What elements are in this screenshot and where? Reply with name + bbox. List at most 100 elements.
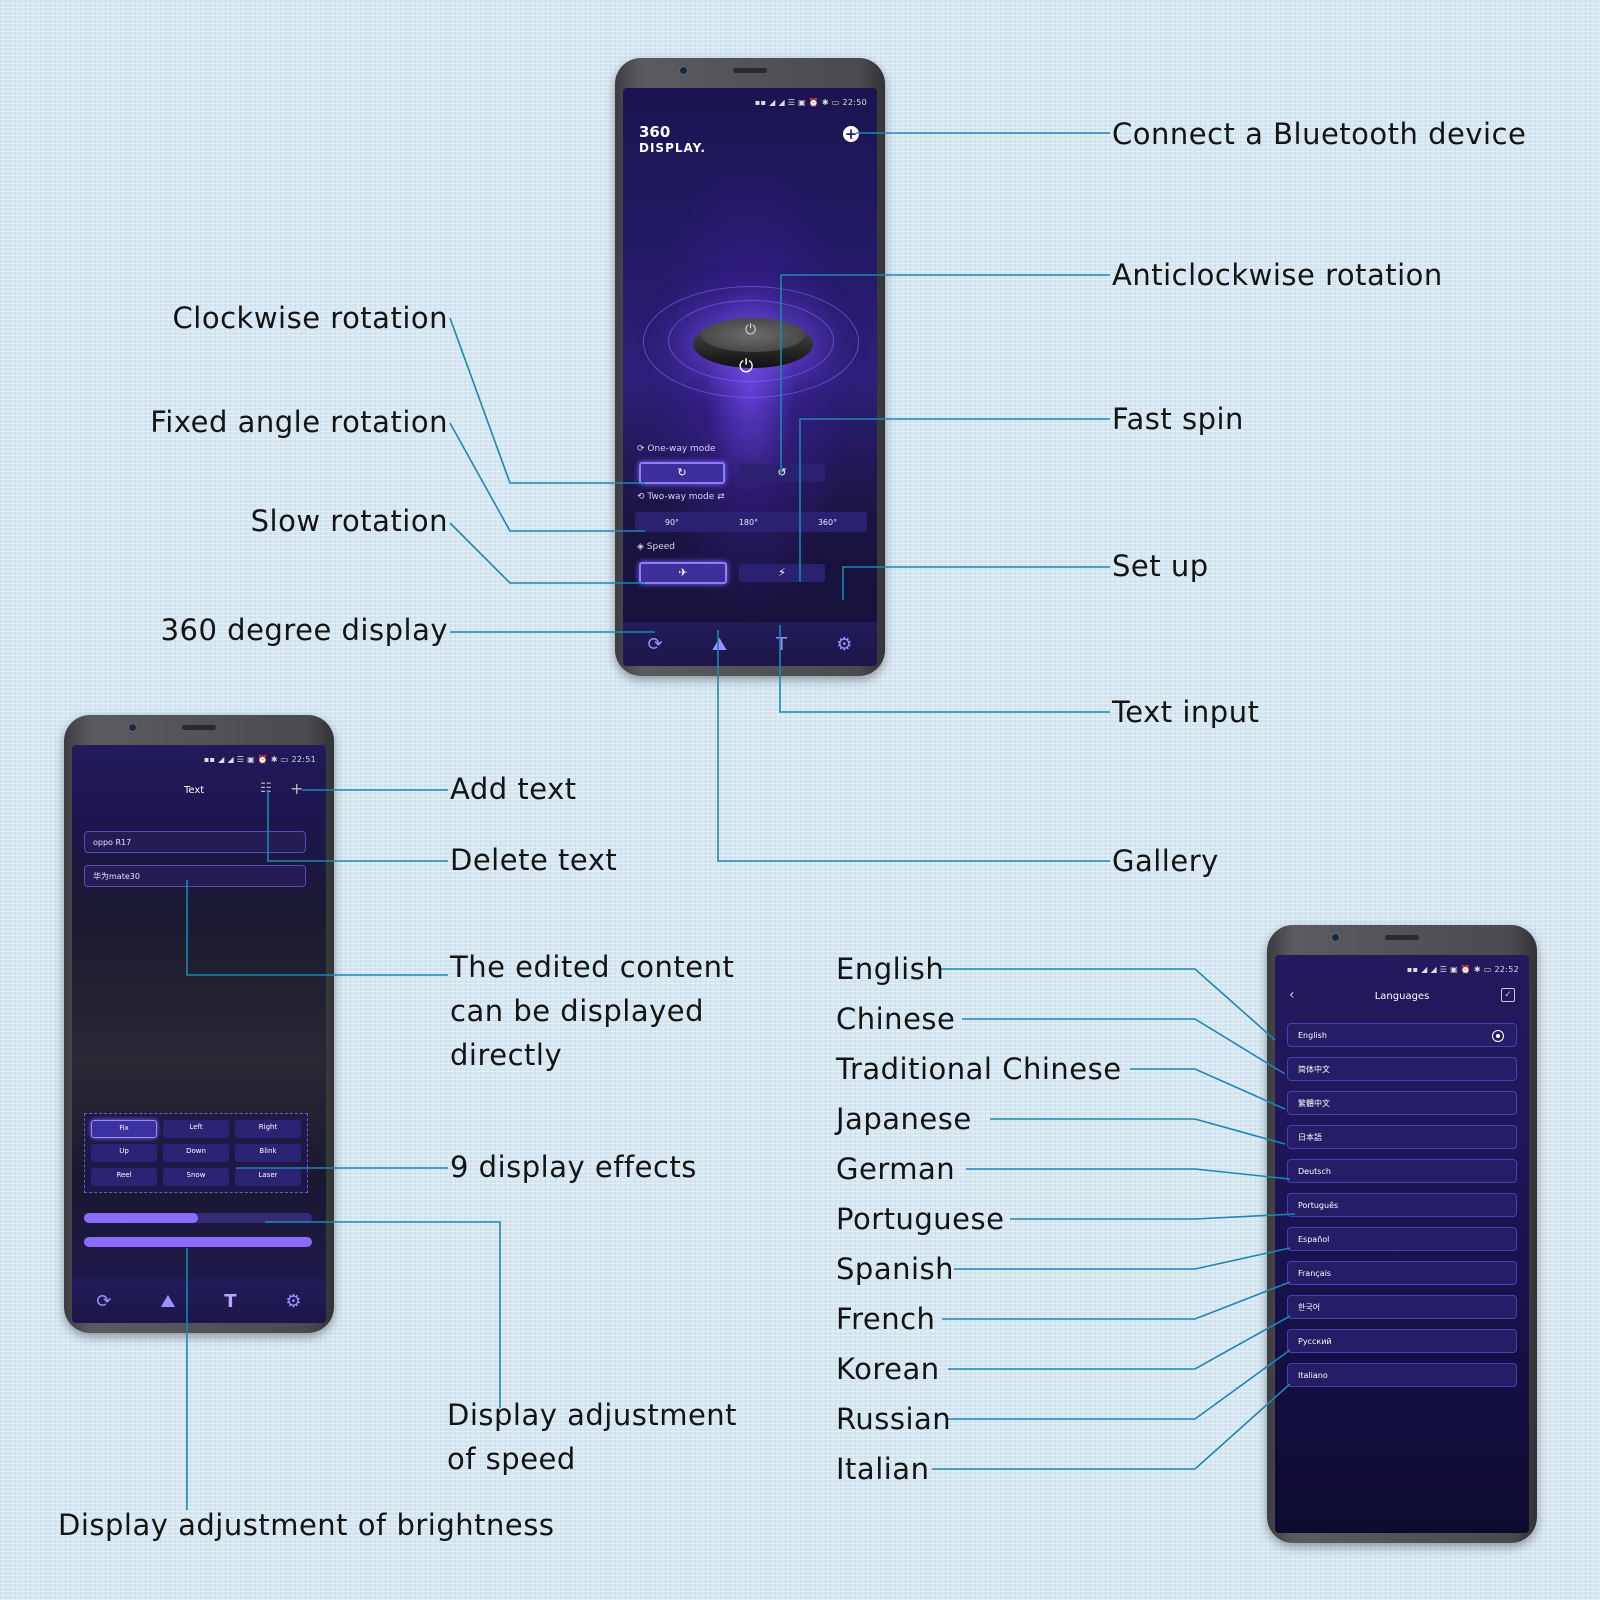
line-trad-chinese	[1130, 1068, 1286, 1110]
line-italian	[932, 1383, 1291, 1470]
effect-right[interactable]: Right	[235, 1120, 301, 1138]
line-german	[966, 1168, 1291, 1180]
label-lang-french: French	[836, 1302, 936, 1336]
line-portuguese	[1010, 1213, 1296, 1220]
fixed-angle-selector[interactable]: 90° 180° 360°	[635, 512, 867, 532]
confirm-check-icon[interactable]: ✓	[1501, 988, 1515, 1002]
language-option-spanish[interactable]: Español	[1287, 1227, 1517, 1251]
speed-slider[interactable]	[84, 1213, 312, 1223]
language-option-french[interactable]: Français	[1287, 1261, 1517, 1285]
camera	[1331, 933, 1340, 942]
angle-180[interactable]: 180°	[738, 517, 759, 527]
label-clockwise: Clockwise rotation	[172, 301, 448, 335]
label-lang-korean: Korean	[836, 1352, 940, 1386]
text-screen: ▪▪ ◢ ◢ ☰ ▣ ⏰ ✱ ▭ 22:51 Text ☷ + oppo R17…	[72, 745, 326, 1323]
status-bar: ▪▪ ◢ ◢ ☰ ▣ ⏰ ✱ ▭ 22:51	[203, 755, 316, 764]
text-entry[interactable]: 华为mate30	[84, 865, 306, 887]
speed-slider-fill	[84, 1213, 198, 1223]
nav-text-input-icon[interactable]: T	[224, 1290, 237, 1312]
label-speed-adjust: Display adjustment of speed	[447, 1398, 738, 1476]
label-edited-content: The edited content can be displayed dire…	[450, 950, 735, 1072]
delete-text-icon[interactable]: ☷	[260, 781, 272, 796]
back-chevron-icon[interactable]: ‹	[1289, 987, 1295, 1003]
language-option-korean[interactable]: 한국어	[1287, 1295, 1517, 1319]
power-button[interactable]: ⏻	[739, 356, 754, 377]
effect-fix[interactable]: Fix	[91, 1120, 157, 1138]
radio-selected-icon	[1492, 1030, 1504, 1042]
page-title: Text	[184, 785, 205, 796]
nav-text-input-icon[interactable]: T	[776, 633, 788, 655]
line-russian	[948, 1349, 1291, 1420]
nav-settings-icon[interactable]: ⚙	[285, 1290, 302, 1312]
label-360-display: 360 degree display	[160, 613, 448, 647]
status-bar: ▪▪ ◢ ◢ ☰ ▣ ⏰ ✱ ▭ 22:50	[754, 98, 867, 107]
power-icon: ⏻	[745, 322, 757, 338]
nav-settings-icon[interactable]: ⚙	[836, 633, 853, 655]
camera	[679, 66, 688, 75]
nav-360-display-icon[interactable]: ⟳	[96, 1290, 112, 1312]
speed-label: ◈ Speed	[637, 542, 676, 552]
line-english	[940, 968, 1276, 1041]
effect-blink[interactable]: Blink	[235, 1144, 301, 1162]
label-lang-english: English	[836, 952, 945, 986]
label-lang-traditional-chinese: Traditional Chinese	[836, 1052, 1122, 1086]
language-option-italian[interactable]: Italiano	[1287, 1363, 1517, 1387]
label-lang-spanish: Spanish	[836, 1252, 955, 1286]
language-option-simplified-chinese[interactable]: 简体中文	[1287, 1057, 1517, 1081]
language-option-russian[interactable]: Русский	[1287, 1329, 1517, 1353]
label-brightness-adjust: Display adjustment of brightness	[58, 1508, 555, 1542]
text-entry[interactable]: oppo R17	[84, 831, 306, 853]
brightness-slider[interactable]	[84, 1237, 312, 1247]
page-title: Languages	[1374, 991, 1430, 1002]
fast-spin-button[interactable]: ⚡	[739, 564, 825, 582]
label-connect-bluetooth: Connect a Bluetooth device	[1112, 117, 1527, 151]
effect-up[interactable]: Up	[91, 1144, 157, 1162]
label-lang-italian: Italian	[836, 1452, 930, 1486]
language-option-german[interactable]: Deutsch	[1287, 1159, 1517, 1183]
language-option-english[interactable]: English	[1287, 1023, 1517, 1047]
language-option-traditional-chinese[interactable]: 繁體中文	[1287, 1091, 1517, 1115]
clockwise-button[interactable]: ↻	[639, 462, 725, 484]
effect-reel[interactable]: Reel	[91, 1168, 157, 1186]
connect-bluetooth-button[interactable]: +	[843, 125, 859, 143]
add-text-icon[interactable]: +	[290, 779, 304, 798]
bottom-nav: ⟳ ⛰ T ⚙	[72, 1279, 326, 1323]
phone-text: ▪▪ ◢ ◢ ☰ ▣ ⏰ ✱ ▭ 22:51 Text ☷ + oppo R17…	[64, 715, 334, 1333]
label-lang-russian: Russian	[836, 1402, 952, 1436]
line-korean	[948, 1315, 1291, 1370]
nav-gallery-icon[interactable]: ⛰	[160, 1290, 176, 1312]
speaker	[733, 68, 767, 73]
language-option-japanese[interactable]: 日本語	[1287, 1125, 1517, 1149]
label-lang-chinese: Chinese	[836, 1002, 956, 1036]
line-spanish	[954, 1247, 1291, 1270]
speaker	[1385, 935, 1419, 940]
phone-languages: ▪▪ ◢ ◢ ☰ ▣ ⏰ ✱ ▭ 22:52 ‹ Languages ✓ Eng…	[1267, 925, 1537, 1543]
languages-screen: ▪▪ ◢ ◢ ☰ ▣ ⏰ ✱ ▭ 22:52 ‹ Languages ✓ Eng…	[1275, 955, 1529, 1533]
line-japanese	[990, 1118, 1286, 1145]
slow-rotation-button[interactable]: ✈	[639, 562, 727, 584]
brightness-slider-fill	[84, 1237, 312, 1247]
effect-snow[interactable]: Snow	[163, 1168, 229, 1186]
label-gallery: Gallery	[1112, 844, 1219, 878]
two-way-mode-label: ⟲ Two-way mode ⇄	[637, 492, 725, 502]
language-option-portuguese[interactable]: Português	[1287, 1193, 1517, 1217]
nav-360-display-icon[interactable]: ⟳	[647, 633, 663, 655]
angle-360[interactable]: 360°	[817, 517, 838, 527]
label-text-input: Text input	[1112, 695, 1260, 729]
label-set-up: Set up	[1112, 549, 1209, 583]
camera	[128, 723, 137, 732]
status-bar: ▪▪ ◢ ◢ ☰ ▣ ⏰ ✱ ▭ 22:52	[1406, 965, 1519, 974]
label-fast-spin: Fast spin	[1112, 402, 1244, 436]
label-delete-text: Delete text	[450, 843, 618, 877]
angle-90[interactable]: 90°	[664, 517, 680, 527]
label-add-text: Add text	[450, 772, 577, 806]
nav-gallery-icon[interactable]: ⛰	[711, 633, 727, 655]
effect-left[interactable]: Left	[163, 1120, 229, 1138]
effect-laser[interactable]: Laser	[235, 1168, 301, 1186]
effect-down[interactable]: Down	[163, 1144, 229, 1162]
anticlockwise-button[interactable]: ↺	[739, 464, 825, 482]
label-slow-rotation: Slow rotation	[250, 504, 448, 538]
